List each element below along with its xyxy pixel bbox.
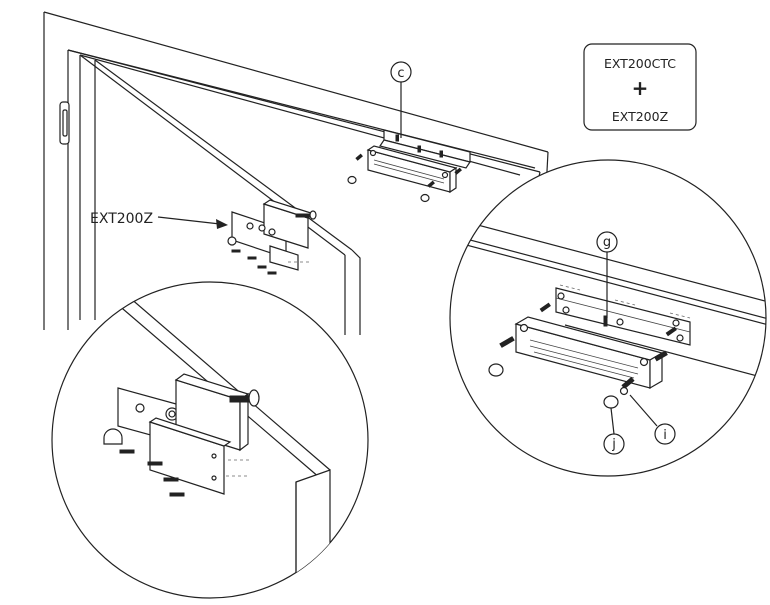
screw-icon (163, 477, 179, 482)
screw-icon (355, 153, 363, 161)
screw-icon (427, 180, 435, 188)
callout-c: c (390, 61, 412, 138)
callout-i: i (629, 394, 676, 445)
bolt-icon (229, 395, 251, 403)
detail-circle-right (449, 159, 767, 477)
screw-icon (247, 256, 257, 260)
screw-icon (439, 150, 443, 158)
screw-icon (654, 350, 668, 362)
callout-j: j (603, 407, 625, 455)
bracket-label: EXT200Z (90, 211, 153, 227)
screw-icon (621, 376, 635, 390)
arrow-right-icon (216, 219, 228, 229)
maglock-small (347, 129, 471, 203)
screw-icon (395, 134, 399, 142)
cap-icon (603, 395, 619, 409)
screw-icon (539, 302, 551, 313)
cap-icon (227, 236, 237, 246)
callout-j-label: j (611, 437, 616, 452)
door-leaf (67, 49, 536, 335)
screw-icon (267, 271, 277, 275)
screw-icon (603, 315, 608, 327)
hinge (59, 101, 70, 145)
screw-icon (169, 492, 185, 497)
screw-icon (257, 265, 267, 269)
screw-icon (147, 461, 163, 466)
screw-icon (417, 145, 421, 153)
cap-icon (488, 363, 504, 377)
cap-icon (347, 175, 357, 185)
callout-c-label: c (397, 66, 404, 81)
detail-circle-left (51, 281, 369, 599)
product-box-line2: EXT200Z (612, 109, 668, 124)
screw-icon (119, 449, 135, 454)
product-box-line1: EXT200CTC (604, 56, 676, 71)
bolt-icon (295, 213, 311, 218)
screw-icon (665, 326, 677, 337)
cap-nut-icon (103, 428, 123, 445)
screw-icon (499, 336, 515, 348)
cap-icon (420, 193, 430, 203)
product-box-plus: + (632, 76, 649, 100)
callout-g: g (596, 231, 618, 318)
screw-icon (454, 167, 462, 175)
callout-i-label: i (663, 428, 667, 443)
product-box: EXT200CTC + EXT200Z (583, 43, 697, 131)
screw-icon (231, 249, 241, 253)
callout-g-label: g (603, 235, 611, 250)
bracket-pointer: EXT200Z (90, 211, 228, 229)
z-bracket-small (227, 199, 317, 275)
